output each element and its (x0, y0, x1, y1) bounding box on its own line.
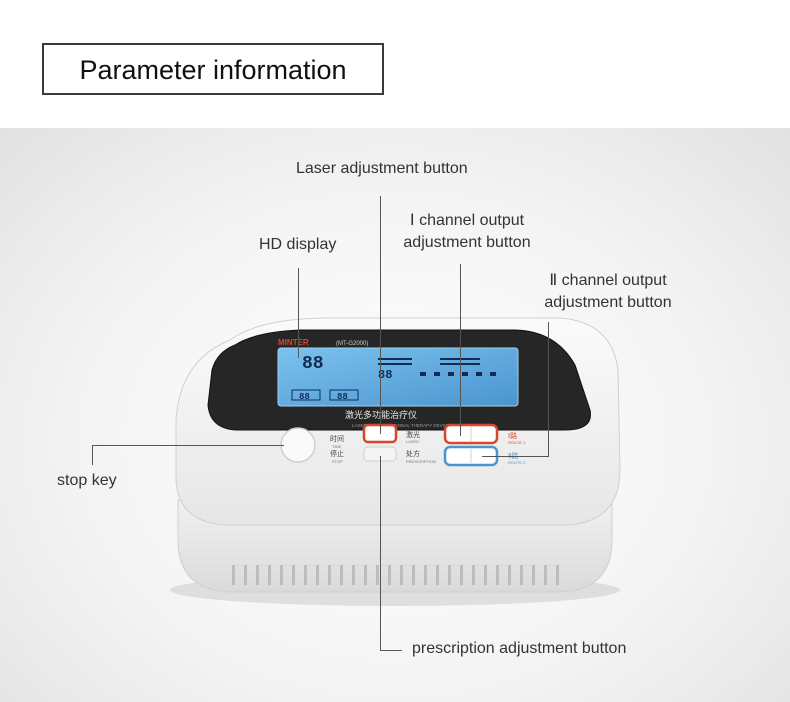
laser-callout-label: Laser adjustment button (296, 160, 468, 177)
stop-key-callout-label: stop key (57, 472, 117, 489)
stop-callout-line-h (92, 445, 284, 446)
lcd-ch2-digits: 88 (337, 392, 348, 402)
lcd-ch2-box (329, 389, 359, 401)
title-box: Parameter information (42, 43, 384, 95)
laser-label-cn: 激光 (406, 430, 420, 439)
device-name-cn: 激光多功能治疗仪 (345, 409, 417, 421)
stop-label-cn: 停止 (330, 449, 344, 458)
prescription-label-cn: 处方 (406, 449, 420, 458)
hd-callout-line (298, 268, 299, 358)
channel2-callout-line2: adjustment button (544, 294, 672, 311)
brand-logo: MINTER (278, 338, 309, 347)
route1-label-cn: Ⅰ路 (508, 431, 517, 440)
lcd-ch1-box (291, 389, 321, 401)
channel1-callout-line (460, 264, 461, 436)
channel2-callout-line1: Ⅱ channel output (549, 272, 667, 289)
model-label: (MT-G2000) (336, 341, 368, 347)
time-label-cn: 时间 (330, 434, 344, 443)
device-name-en: LASER MULTIFUNCTIONAL THERAPY DEVICE (352, 423, 450, 428)
page-title: Parameter information (79, 55, 347, 85)
lcd-time-digits: 88 (302, 354, 324, 374)
route2-label-en: ROUTE 2 (508, 460, 526, 465)
stop-callout-line-v (92, 445, 93, 465)
laser-callout-line (380, 196, 381, 434)
prescription-callout-line-v (380, 456, 381, 650)
hd-display (277, 347, 519, 407)
channel2-callout-line-h (482, 456, 549, 457)
vent-slots (232, 565, 559, 585)
time-label-en: TIME (332, 444, 342, 449)
route1-label-en: ROUTE 1 (508, 440, 526, 445)
route2-label-cn: Ⅱ路 (508, 451, 518, 460)
lcd-mid-digits: 88 (378, 368, 392, 382)
lcd-ch1-digits: 88 (299, 392, 310, 402)
laser-label-en: LASER (406, 439, 419, 444)
channel2-callout-label: Ⅱ channel output adjustment button (534, 270, 682, 314)
header: Parameter information (0, 0, 790, 128)
channel2-callout-line (548, 322, 549, 456)
channel1-callout-label: Ⅰ channel output adjustment button (394, 210, 540, 254)
channel1-callout-line1: Ⅰ channel output (409, 212, 525, 229)
stop-label-en: STOP (332, 459, 343, 464)
prescription-label-en: PRESCRIPTION (406, 459, 436, 464)
hd-display-callout-label: HD display (259, 236, 337, 253)
prescription-callout-label: prescription adjustment button (412, 640, 627, 657)
channel1-callout-line2: adjustment button (403, 234, 531, 251)
prescription-callout-line-h (380, 650, 402, 651)
stop-key[interactable] (280, 427, 316, 463)
